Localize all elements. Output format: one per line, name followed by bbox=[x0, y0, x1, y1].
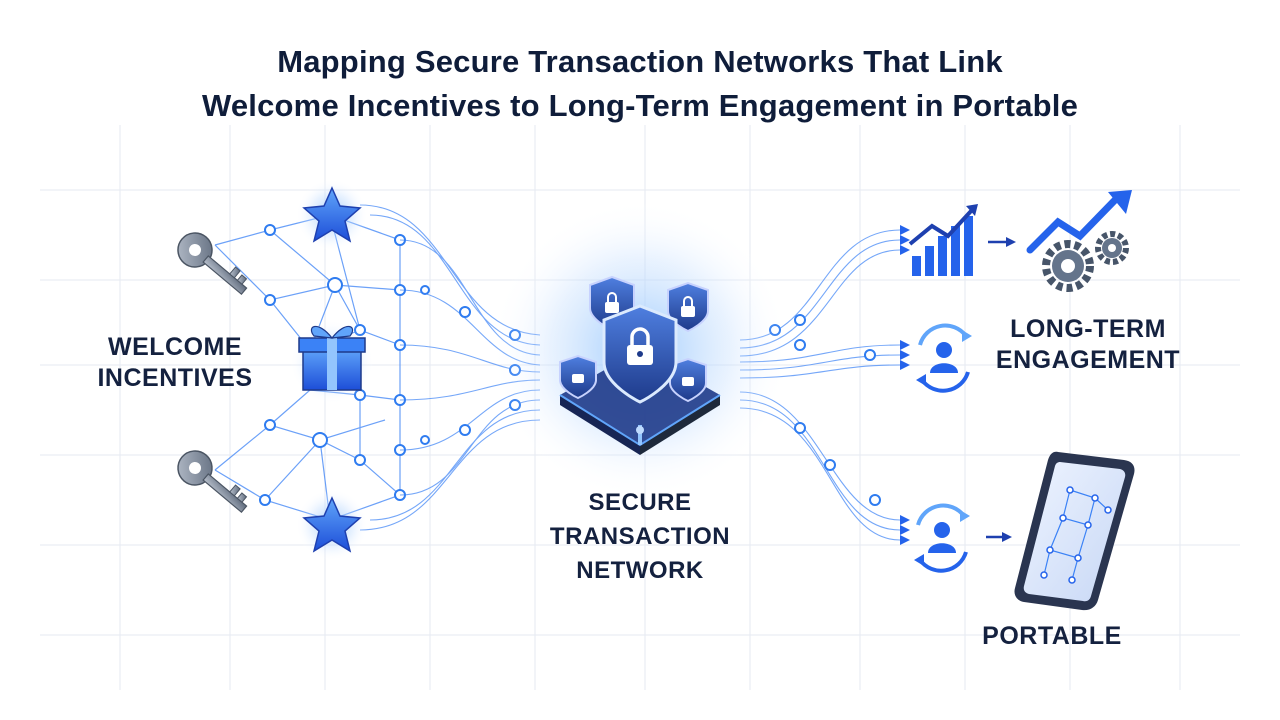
portable-text: PORTABLE bbox=[982, 622, 1122, 650]
long-term-engagement-label: LONG-TERM ENGAGEMENT bbox=[968, 314, 1208, 376]
arrow-right-icon bbox=[988, 237, 1016, 247]
user-cycle-icon bbox=[916, 323, 972, 393]
secure-line-3: NETWORK bbox=[576, 557, 704, 584]
shield-lock-icon bbox=[490, 200, 790, 500]
welcome-line-1: WELCOME bbox=[107, 333, 243, 361]
page-title: Mapping Secure Transaction Networks That… bbox=[0, 40, 1280, 128]
star-icon bbox=[296, 179, 368, 251]
longterm-line-2: ENGAGEMENT bbox=[995, 346, 1181, 374]
welcome-line-2: INCENTIVES bbox=[97, 364, 253, 392]
flow-arrowheads bbox=[900, 225, 910, 545]
title-line-1: Mapping Secure Transaction Networks That… bbox=[277, 44, 1003, 79]
smartphone-network-icon bbox=[1014, 451, 1135, 611]
key-icon bbox=[177, 450, 248, 514]
secure-network-label: SECURE TRANSACTION NETWORK bbox=[500, 486, 780, 588]
star-icon bbox=[296, 489, 368, 561]
key-icon bbox=[177, 232, 248, 296]
gears-growth-icon bbox=[1026, 190, 1132, 292]
arrow-right-icon bbox=[986, 532, 1012, 542]
secure-line-1: SECURE bbox=[588, 489, 692, 516]
user-cycle-icon bbox=[914, 503, 970, 573]
longterm-line-1: LONG-TERM bbox=[1010, 315, 1166, 343]
secure-line-2: TRANSACTION bbox=[549, 523, 731, 550]
title-line-2: Welcome Incentives to Long-Term Engageme… bbox=[201, 88, 1079, 123]
incentive-network-nodes bbox=[259, 224, 430, 506]
incentive-network-mesh bbox=[214, 214, 401, 521]
welcome-incentives-label: WELCOME INCENTIVES bbox=[70, 332, 280, 394]
bar-chart-growth-icon bbox=[908, 204, 978, 276]
portable-label: PORTABLE bbox=[952, 620, 1152, 652]
gift-icon bbox=[290, 320, 374, 404]
